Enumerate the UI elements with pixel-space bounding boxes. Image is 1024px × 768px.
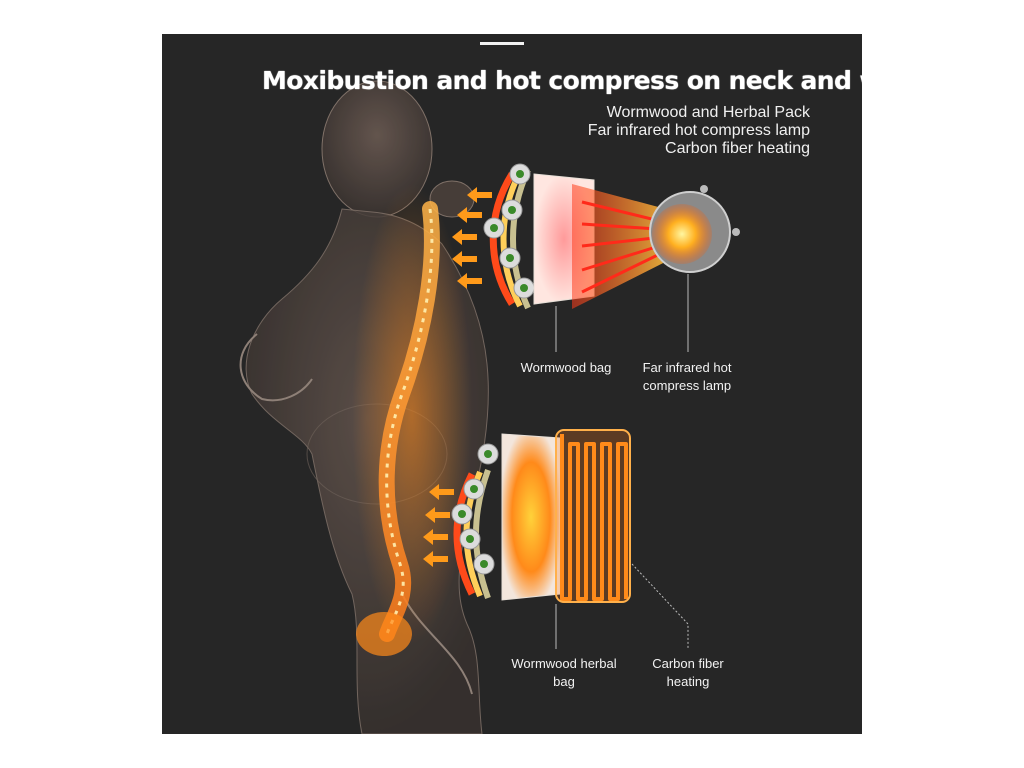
- label-far-infrared-lamp: Far infrared hot compress lamp: [622, 359, 752, 395]
- label-carbon-fiber: Carbon fiber heating: [630, 655, 746, 691]
- spine-glow: [352, 184, 472, 656]
- feature-carbon-fiber: Carbon fiber heating: [665, 140, 810, 157]
- label-wormwood-herbal-bag: Wormwood herbal bag: [502, 655, 626, 691]
- label-wormwood-bag: Wormwood bag: [506, 359, 626, 377]
- wormwood-herbal-bag-panel: [501, 433, 561, 601]
- herb-leaf-icon: [483, 163, 535, 299]
- label-carbon-fiber-line1: Carbon fiber: [652, 656, 724, 671]
- carbon-fiber-coil-icon: [555, 429, 631, 603]
- waist-heat-pack: [451, 443, 499, 600]
- page-title: Moxibustion and hot compress on neck and…: [262, 66, 862, 95]
- infrared-lamp-icon: [649, 185, 740, 273]
- heat-arrow-icon: [452, 187, 492, 289]
- waist-arrows: [423, 484, 454, 567]
- illustration: [239, 80, 740, 734]
- feature-infrared-lamp: Far infrared hot compress lamp: [587, 122, 810, 139]
- feature-herbal-pack: Wormwood and Herbal Pack: [606, 104, 810, 121]
- label-wormwood-bag-text: Wormwood bag: [520, 360, 612, 375]
- label-herbal-bag-line1: Wormwood herbal: [511, 656, 617, 671]
- label-carbon-fiber-line2: heating: [666, 674, 710, 689]
- product-panel: Moxibustion and hot compress on neck and…: [162, 34, 862, 734]
- leader-carbon-fiber: [631, 563, 689, 649]
- top-dash: [480, 42, 524, 45]
- label-far-infrared-line2: compress lamp: [642, 378, 732, 393]
- label-herbal-bag-line2: bag: [553, 674, 575, 689]
- label-far-infrared-line1: Far infrared hot: [642, 360, 732, 375]
